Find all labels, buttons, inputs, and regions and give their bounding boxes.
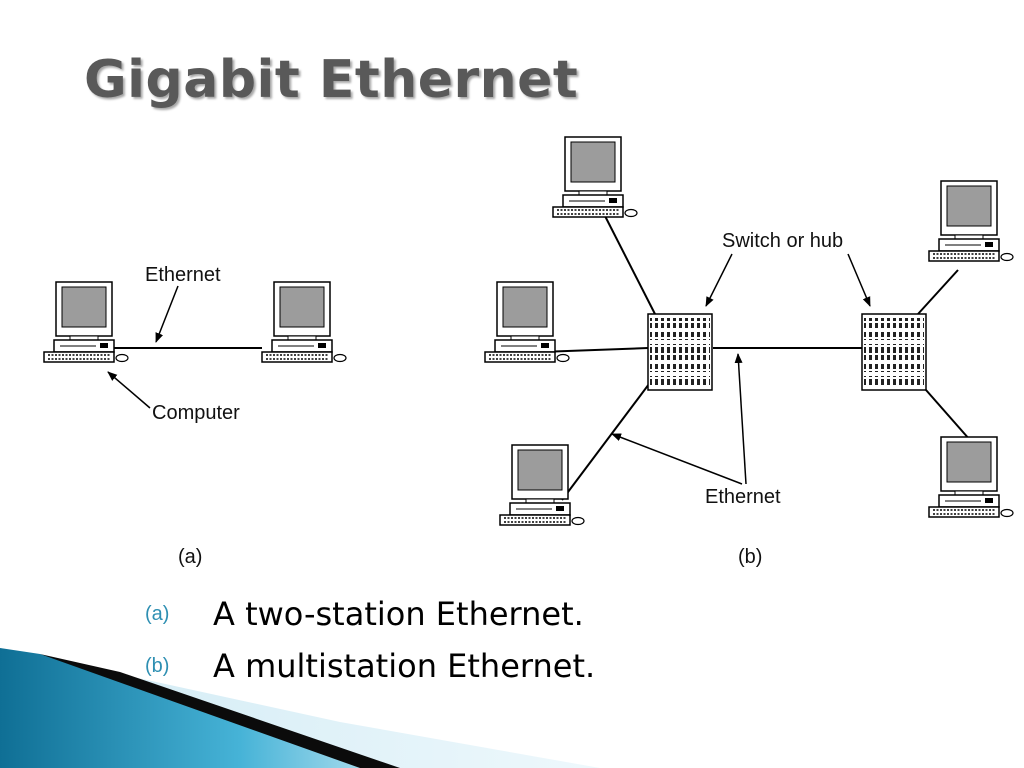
multistation-network: Switch or hub Ethernet (b) xyxy=(484,136,1014,568)
label-ethernet-a: Ethernet xyxy=(145,264,221,286)
caption-text-b: A multistation Ethernet. xyxy=(213,647,596,685)
label-b: (b) xyxy=(738,546,762,568)
caption-item-a: (a) A two-station Ethernet. xyxy=(145,588,595,640)
computer-icon xyxy=(928,436,1014,518)
caption-text-a: A two-station Ethernet. xyxy=(213,595,584,633)
caption-list: (a) A two-station Ethernet. (b) A multis… xyxy=(145,588,595,692)
caption-item-b: (b) A multistation Ethernet. xyxy=(145,640,595,692)
label-ethernet-b: Ethernet xyxy=(705,486,781,508)
computer-icon xyxy=(43,281,129,363)
computer-icon xyxy=(499,444,585,526)
label-a: (a) xyxy=(178,546,202,568)
computer-icon xyxy=(928,180,1014,262)
caption-marker-b: (b) xyxy=(145,654,170,677)
switch-icon xyxy=(647,313,713,391)
computer-icon xyxy=(552,136,638,218)
two-station-network: Ethernet Computer (a) xyxy=(43,264,347,568)
switch-icon xyxy=(861,313,927,391)
computer-icon xyxy=(261,281,347,363)
caption-marker-a: (a) xyxy=(145,602,170,625)
label-switch-or-hub: Switch or hub xyxy=(722,230,843,252)
computer-icon xyxy=(484,281,570,363)
slide-title: Gigabit Ethernet xyxy=(84,50,579,110)
label-computer: Computer xyxy=(152,402,240,424)
